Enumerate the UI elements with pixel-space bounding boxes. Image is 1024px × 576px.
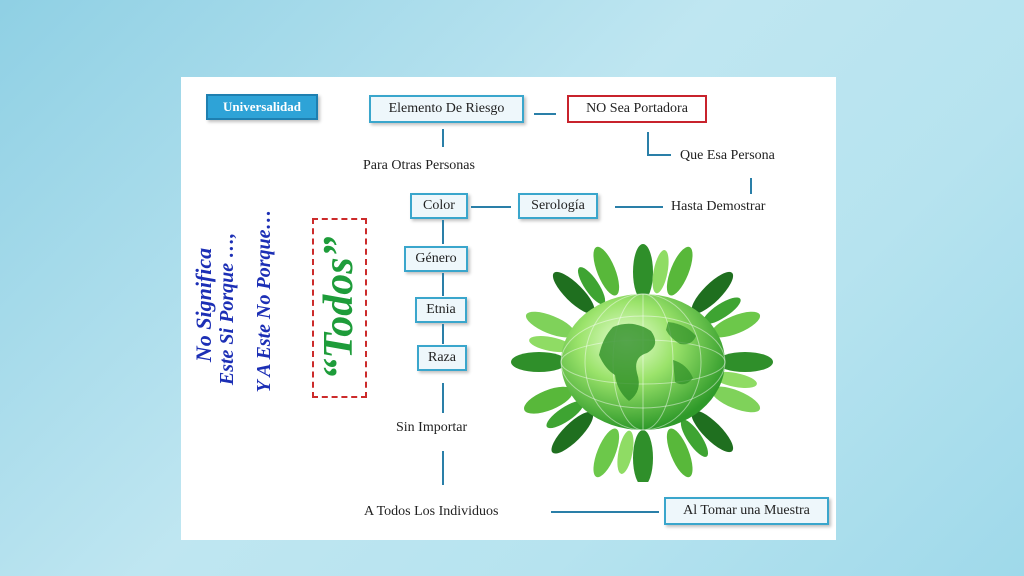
- color-box: Color: [410, 193, 468, 219]
- genero-label: Género: [415, 251, 457, 266]
- color-label: Color: [423, 198, 455, 213]
- connector: [615, 206, 663, 208]
- raza-box: Raza: [417, 345, 467, 371]
- para-otras-personas-text: Para Otras Personas: [363, 158, 475, 173]
- connector: [647, 132, 649, 155]
- serologia-box: Serología: [518, 193, 598, 219]
- hasta-demostrar-text: Hasta Demostrar: [671, 199, 766, 214]
- vertical-text-line2: Este Si Porque …,: [216, 232, 238, 386]
- vertical-text-line3: Y A Este No Porque…: [253, 209, 275, 393]
- connector: [471, 206, 511, 208]
- vertical-text-line1: No Significa: [191, 247, 216, 363]
- connector: [442, 129, 444, 147]
- elemento-de-riesgo-label: Elemento De Riesgo: [388, 101, 505, 116]
- universalidad-badge: Universalidad: [206, 94, 318, 120]
- connector: [442, 451, 444, 485]
- no-sea-portadora-box: NO Sea Portadora: [567, 95, 707, 123]
- people-silhouettes: [511, 244, 773, 482]
- genero-box: Género: [404, 246, 468, 272]
- connector: [442, 220, 444, 244]
- slide-content: Universalidad Elemento De Riesgo NO Sea …: [181, 77, 836, 540]
- connector: [442, 273, 444, 296]
- etnia-label: Etnia: [426, 302, 456, 317]
- globe-with-people-illustration: [511, 244, 773, 482]
- etnia-box: Etnia: [415, 297, 467, 323]
- connector: [647, 154, 671, 156]
- todos-frame: [312, 218, 367, 398]
- connector: [750, 178, 752, 194]
- connector: [551, 511, 659, 513]
- todos-text: “Todos”: [316, 236, 362, 380]
- connector: [442, 324, 444, 344]
- serologia-label: Serología: [531, 198, 585, 213]
- al-tomar-una-muestra-label: Al Tomar una Muestra: [683, 503, 810, 518]
- connector: [534, 113, 556, 115]
- sin-importar-text: Sin Importar: [396, 420, 468, 435]
- a-todos-los-individuos-text: A Todos Los Individuos: [364, 504, 499, 519]
- raza-label: Raza: [428, 350, 456, 365]
- connector: [442, 383, 444, 413]
- elemento-de-riesgo-box: Elemento De Riesgo: [369, 95, 524, 123]
- globe-sphere: [560, 293, 726, 431]
- no-sea-portadora-label: NO Sea Portadora: [586, 101, 688, 116]
- al-tomar-una-muestra-box: Al Tomar una Muestra: [664, 497, 829, 525]
- universalidad-label: Universalidad: [222, 99, 301, 114]
- que-esa-persona-text: Que Esa Persona: [680, 148, 775, 163]
